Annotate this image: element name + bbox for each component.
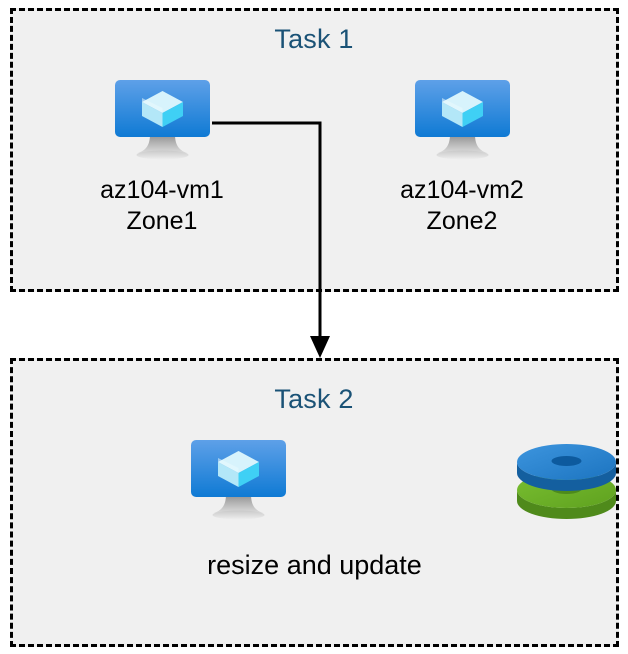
managed-disks-icon[interactable] [514, 438, 619, 523]
node-az104-vm1[interactable]: az104-vm1 Zone1 [62, 78, 262, 237]
virtual-machine-icon [414, 80, 510, 160]
node-label-az104-vm1: az104-vm1 Zone1 [100, 176, 224, 235]
task-2-title: Task 2 [274, 384, 354, 414]
node-az104-vm2[interactable]: az104-vm2 Zone2 [362, 78, 562, 237]
task-2-caption: resize and update [207, 550, 422, 580]
virtual-machine-icon [114, 80, 210, 160]
virtual-machine-icon[interactable] [186, 438, 291, 523]
arrowhead-icon [310, 336, 330, 358]
task-1-title: Task 1 [274, 24, 354, 54]
node-label-az104-vm2: az104-vm2 Zone2 [400, 176, 524, 235]
task-2-icon-row [10, 438, 619, 523]
